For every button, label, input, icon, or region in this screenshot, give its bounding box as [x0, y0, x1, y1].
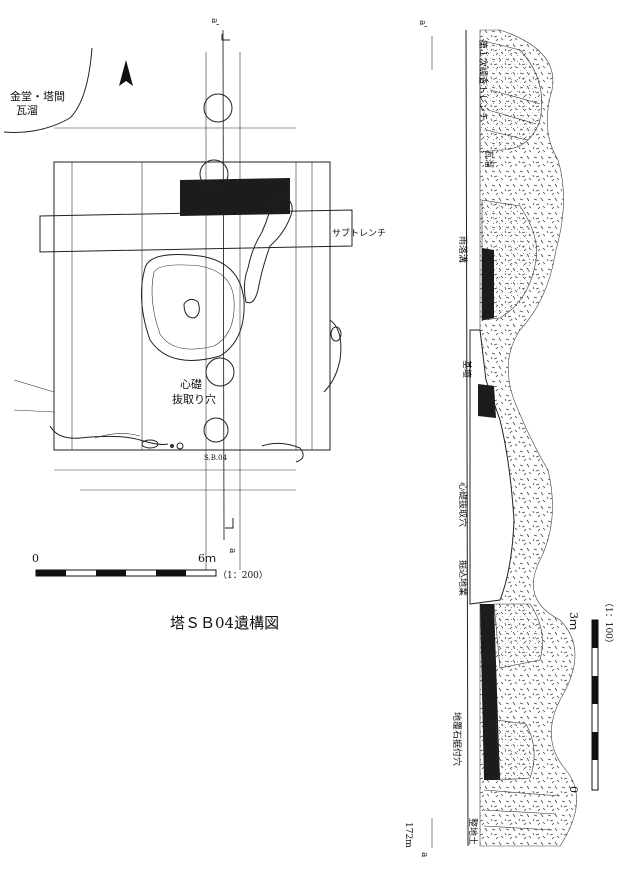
cross-section: a' a 172m 第１次調査トレンチ 瓦溜 雨落溝 基壇 心礎抜取穴 掘込地業…: [403, 20, 614, 858]
dark-layer-kidan: [478, 384, 496, 418]
section-scale-start: 0: [567, 786, 580, 793]
dark-deposit: [180, 178, 290, 216]
label-stone-pit: 地覆石据付穴: [451, 712, 463, 766]
label-kidan: 基壇: [461, 360, 473, 378]
shinso-pit-outer: [141, 254, 245, 361]
plan-label-a-prime: a': [209, 18, 219, 26]
label-shinso: 心礎 抜取り穴: [172, 378, 216, 406]
label-trench: 第１次調査トレンチ: [477, 40, 489, 121]
shinso-pit-inner: [183, 298, 200, 319]
fill-layers-top: [479, 39, 543, 153]
site-plan: 金堂・塔間 瓦溜 a' a サブトレンチ: [3, 18, 386, 632]
plan-title: 塔ＳＢ04遺構図: [170, 614, 279, 632]
label-drain: 雨落溝: [457, 236, 469, 263]
plan-scale-end: 6ｍ: [198, 552, 216, 565]
section-scale-bar: 3ｍ 0 （1：100）: [567, 598, 614, 793]
label-shinso-line1: 心礎: [180, 378, 202, 391]
label-shinso-line2: 抜取り穴: [172, 392, 216, 406]
fill-layers-mid: [481, 199, 537, 321]
label-kondo-line1: 金堂・塔間: [10, 89, 65, 103]
drain-east: [49, 425, 169, 445]
label-tiles: 瓦溜: [483, 150, 495, 168]
label-small: S.B.04: [204, 454, 228, 462]
dark-layer-low: [480, 604, 500, 780]
kondo-area-boundary: [3, 47, 93, 133]
section-line: [222, 29, 225, 541]
dark-layer-mid: [482, 248, 494, 320]
label-fill: 掘込地業: [457, 560, 469, 596]
label-subtrench: サブトレンチ: [332, 227, 386, 239]
plan-scale-ratio: （1：200）: [218, 570, 268, 581]
label-kondo-line2: 瓦溜: [16, 103, 38, 117]
section-label-a: a: [419, 852, 429, 858]
north-arrow-icon: [119, 60, 133, 86]
label-shinso-pit: 心礎抜取穴: [457, 482, 469, 527]
subtrench: [39, 209, 353, 253]
section-scale-end: 3ｍ: [567, 612, 580, 630]
section-scale-ratio: （1：100）: [603, 598, 614, 648]
elevation-label: 172m: [403, 822, 413, 848]
fill-layers-low: [493, 603, 543, 669]
plan-scale-start: 0: [32, 552, 39, 565]
label-soil: 整地土: [467, 818, 479, 845]
plan-label-a: a: [227, 548, 237, 554]
section-label-a-prime: a': [417, 20, 427, 28]
label-kondo: 金堂・塔間 瓦溜: [10, 89, 69, 117]
plan-scale-bar: 0 6ｍ （1：200）: [32, 552, 268, 581]
